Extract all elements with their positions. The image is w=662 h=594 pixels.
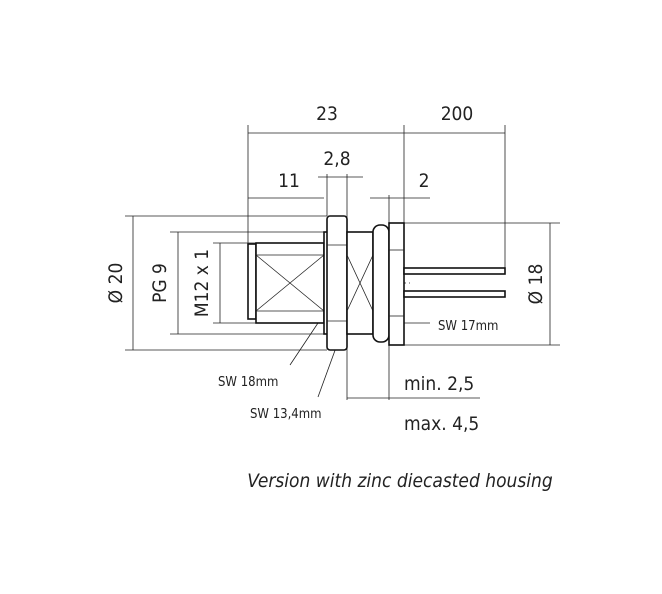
dim-front-length: 11 [278,170,300,192]
dim-nut-thickness: 2,8 [323,148,350,170]
dim-panel-max: max. 4,5 [404,413,479,435]
label-sw17: SW 17mm [438,319,498,334]
dim-overall-length: 23 [316,103,338,125]
dim-thread-m12: M12 x 1 [191,249,213,317]
dim-panel-min: min. 2,5 [404,373,474,395]
label-sw18: SW 18mm [218,375,278,390]
dim-diameter-outer: Ø 20 [105,263,127,304]
caption: Version with zinc diecasted housing [247,470,553,492]
dim-cable-length: 200 [441,103,474,125]
dim-rear-nut: 2 [419,170,430,192]
connector-body [247,215,506,351]
label-sw134: SW 13,4mm [250,407,322,422]
dim-thread-pg: PG 9 [149,263,171,303]
dim-diameter-rear: Ø 18 [525,264,547,305]
